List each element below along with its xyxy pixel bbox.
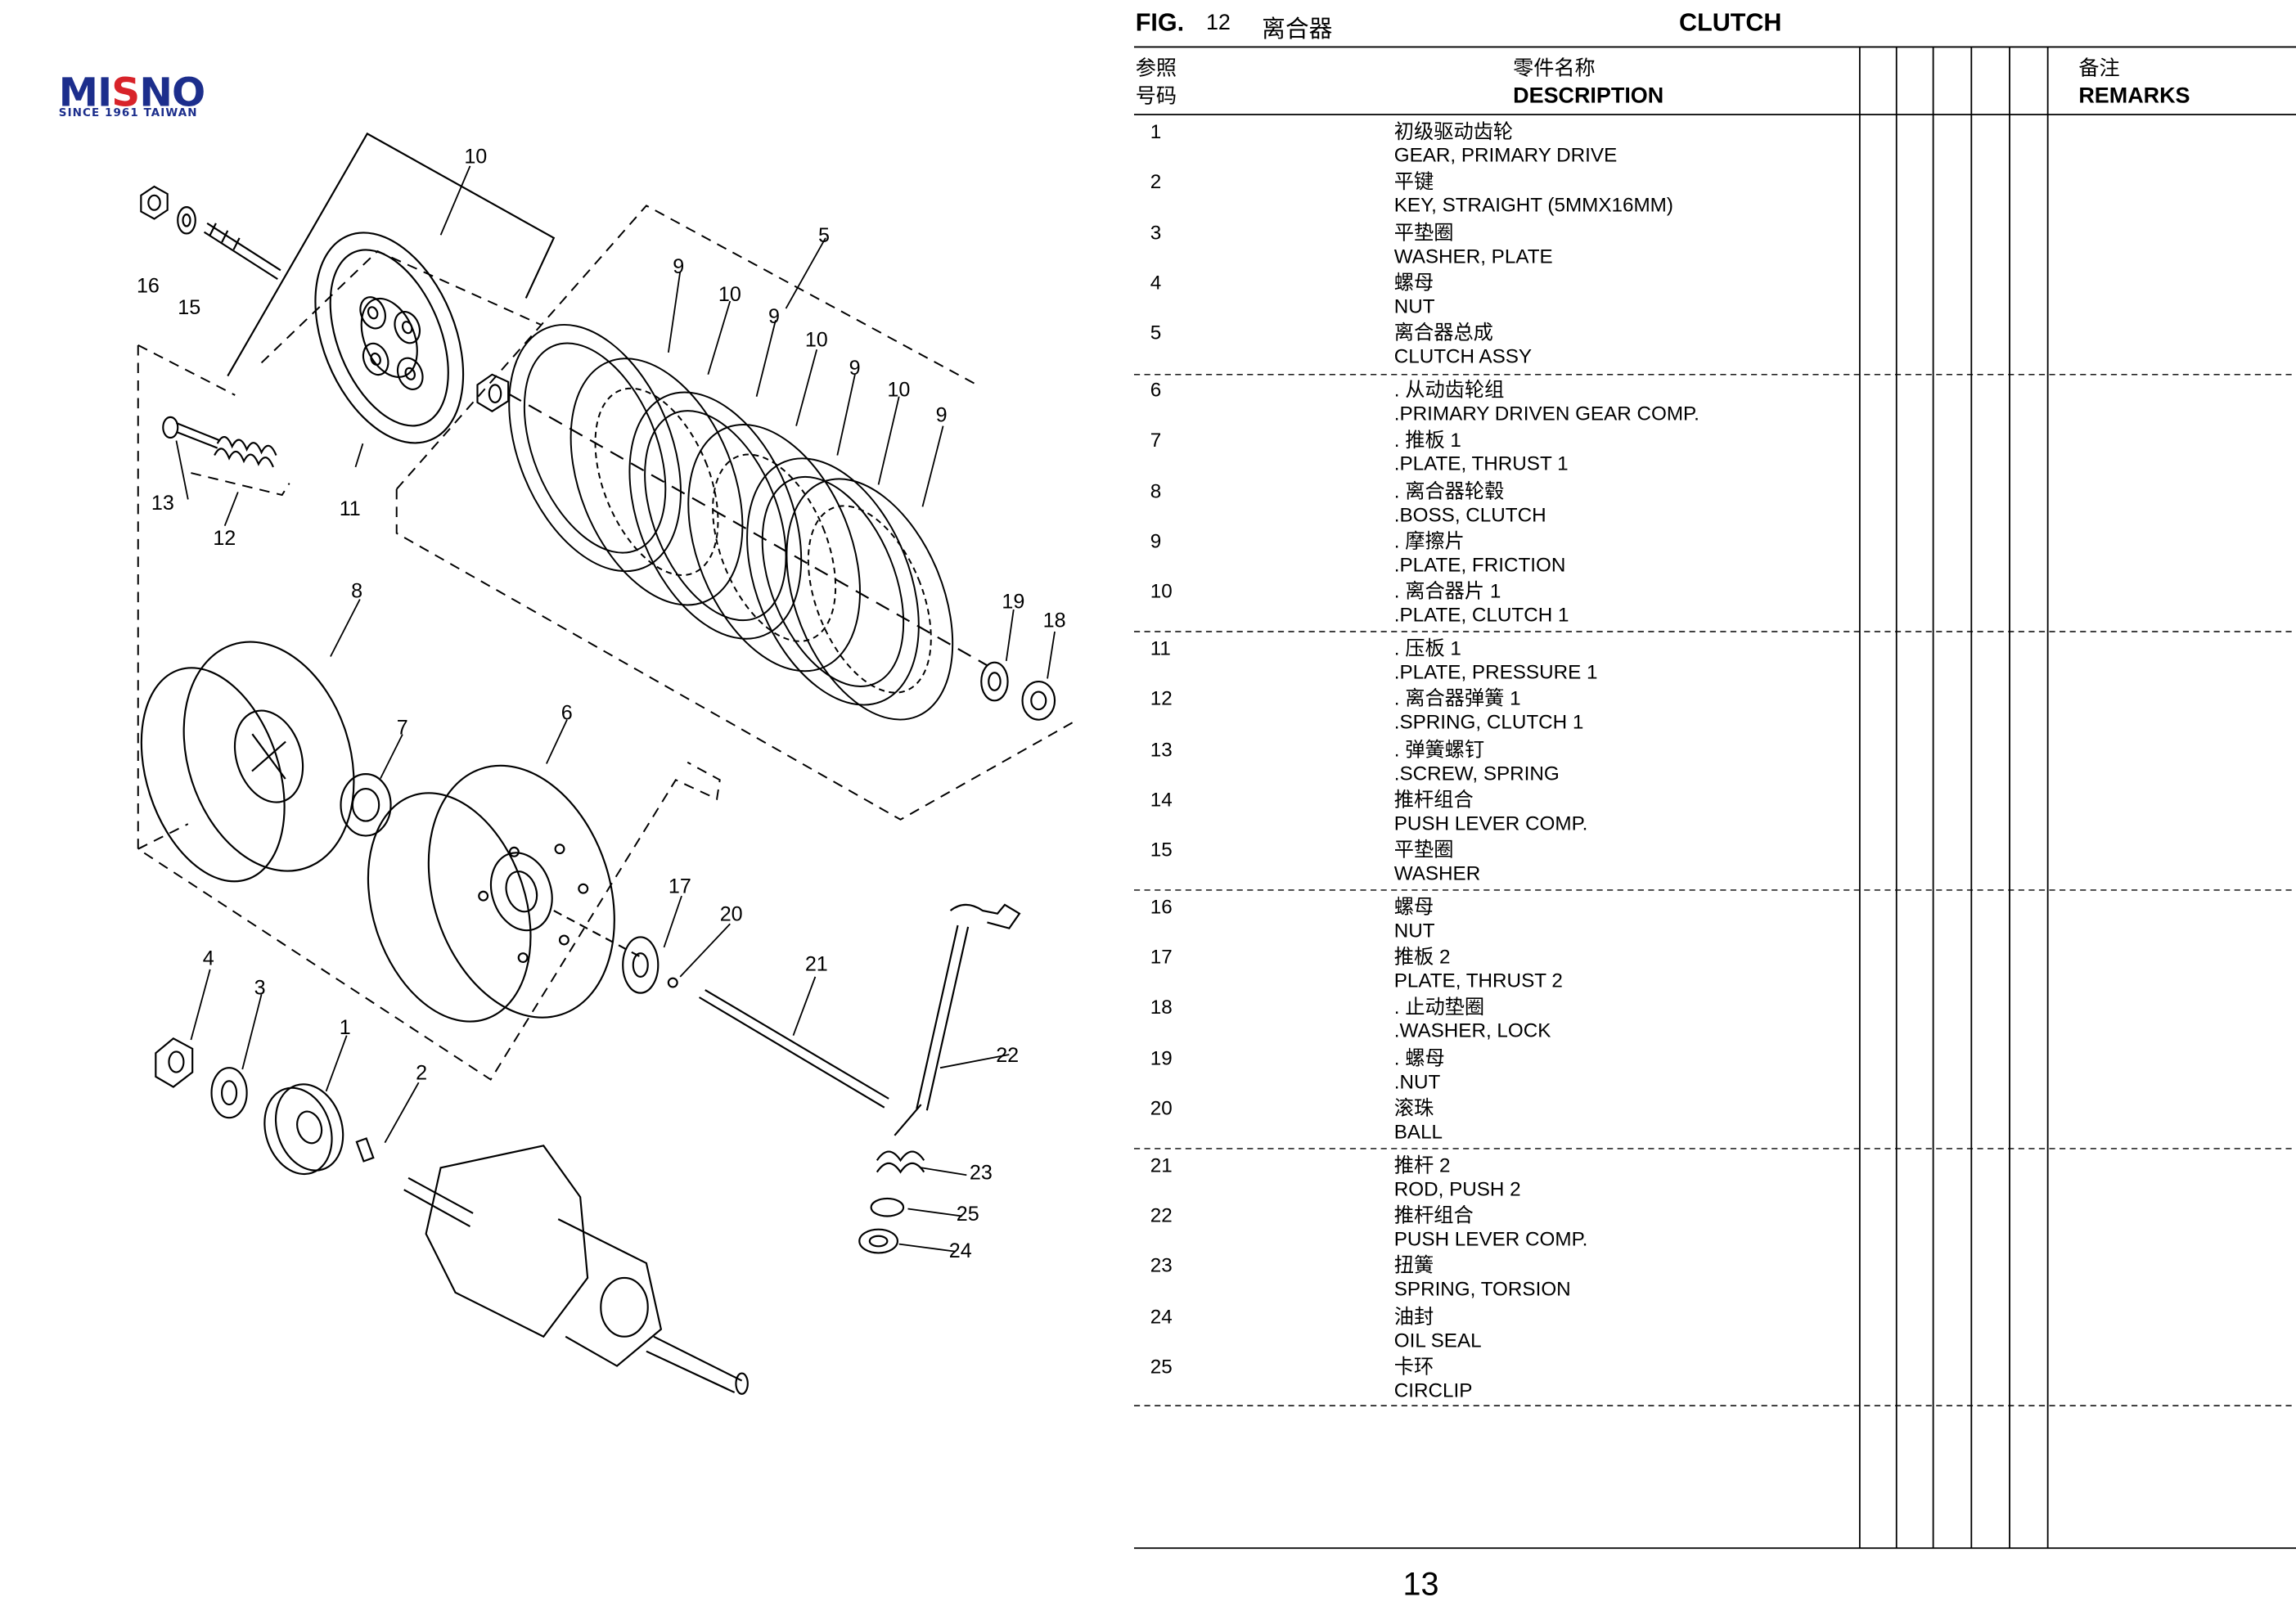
- part-ref: 4: [1150, 272, 1162, 295]
- part-description: . 压板 1.PLATE, PRESSURE 1: [1393, 637, 1598, 683]
- part-ref: 15: [1150, 839, 1173, 861]
- callout-3: 3: [254, 976, 266, 999]
- part-description: . 离合器弹簧 1.SPRING, CLUTCH 1: [1393, 687, 1584, 733]
- part-description: . 离合器片 1.PLATE, CLUTCH 1: [1393, 580, 1569, 626]
- part-description: . 止动垫圈.WASHER, LOCK: [1393, 996, 1551, 1041]
- desc-col-header-cn: 零件名称: [1513, 56, 1596, 79]
- callout-9: 9: [673, 255, 684, 278]
- part-ref: 11: [1150, 637, 1171, 660]
- part-ref: 18: [1150, 996, 1173, 1019]
- part-ref: 2: [1150, 170, 1162, 193]
- part-ref: 21: [1150, 1154, 1173, 1177]
- callout-13: 13: [151, 492, 174, 515]
- callout-25: 25: [957, 1203, 979, 1226]
- callout-9: 9: [936, 403, 948, 426]
- part-ref: 24: [1150, 1306, 1173, 1328]
- callout-21: 21: [805, 953, 828, 976]
- callout-7: 7: [397, 717, 408, 740]
- part-ref: 1: [1150, 120, 1162, 143]
- callout-10: 10: [805, 329, 828, 352]
- remarks-col-header-en: REMARKS: [2078, 83, 2190, 109]
- callout-9: 9: [768, 305, 780, 328]
- figure-number: 12: [1205, 10, 1231, 36]
- callout-17: 17: [669, 875, 691, 898]
- callout-16: 16: [137, 274, 160, 297]
- callout-2: 2: [416, 1062, 427, 1085]
- callout-8: 8: [351, 580, 362, 603]
- part-ref: 6: [1150, 379, 1162, 402]
- part-ref: 14: [1150, 789, 1173, 812]
- part-ref: 9: [1150, 530, 1162, 553]
- part-ref: 25: [1150, 1356, 1173, 1378]
- callout-22: 22: [996, 1044, 1019, 1067]
- part-ref: 3: [1150, 222, 1162, 245]
- part-description: . 弹簧螺钉.SCREW, SPRING: [1393, 739, 1560, 785]
- callout-18: 18: [1043, 610, 1066, 632]
- callout-23: 23: [970, 1162, 993, 1185]
- part-ref: 16: [1150, 896, 1173, 919]
- part-ref: 12: [1150, 687, 1173, 710]
- callout-20: 20: [720, 903, 743, 926]
- part-ref: 20: [1150, 1097, 1173, 1120]
- callout-12: 12: [213, 527, 236, 550]
- figure-label: FIG.: [1135, 8, 1185, 37]
- part-description: . 螺母.NUT: [1393, 1047, 1445, 1093]
- figure-title-cn: 离合器: [1262, 17, 1333, 43]
- part-description: . 离合器轮毂.BOSS, CLUTCH: [1393, 480, 1546, 526]
- callout-9: 9: [849, 357, 861, 380]
- callout-5: 5: [818, 224, 830, 247]
- callout-19: 19: [1002, 590, 1024, 613]
- part-ref: 22: [1150, 1204, 1173, 1227]
- part-ref: 7: [1150, 429, 1162, 452]
- callout-1: 1: [340, 1016, 351, 1039]
- callout-10: 10: [718, 283, 741, 306]
- ref-col-header-cn: 参照号码: [1135, 56, 1177, 108]
- brand-tagline: SINCE 1961 TAIWAN: [58, 106, 198, 119]
- part-ref: 13: [1150, 739, 1173, 761]
- clutch-exploded-diagram: 10 5 9 10 9 10 9 10 9 16 15 13 12 11 19 …: [137, 132, 1074, 1395]
- callout-6: 6: [561, 702, 573, 725]
- brand-logo: MISNO: [58, 70, 205, 116]
- part-ref: 19: [1150, 1047, 1173, 1069]
- callout-11: 11: [340, 497, 361, 520]
- page-number: 13: [1402, 1565, 1439, 1603]
- desc-col-header-en: DESCRIPTION: [1513, 83, 1664, 109]
- part-description: . 推板 1.PLATE, THRUST 1: [1393, 429, 1569, 475]
- part-description: . 从动齿轮组.PRIMARY DRIVEN GEAR COMP.: [1393, 379, 1699, 425]
- callout-24: 24: [949, 1239, 972, 1262]
- figure-title-en: CLUTCH: [1679, 8, 1782, 37]
- part-ref: 5: [1150, 322, 1162, 344]
- part-description: . 摩擦片.PLATE, FRICTION: [1393, 530, 1566, 576]
- callout-4: 4: [203, 947, 214, 970]
- remarks-col-header-cn: 备注: [2078, 56, 2120, 79]
- part-ref: 17: [1150, 946, 1173, 969]
- callout-14: 10: [464, 145, 487, 168]
- callout-10: 10: [887, 379, 910, 402]
- part-ref: 10: [1150, 580, 1173, 603]
- part-ref: 23: [1150, 1254, 1173, 1277]
- part-ref: 8: [1150, 480, 1162, 502]
- callout-15: 15: [178, 296, 200, 319]
